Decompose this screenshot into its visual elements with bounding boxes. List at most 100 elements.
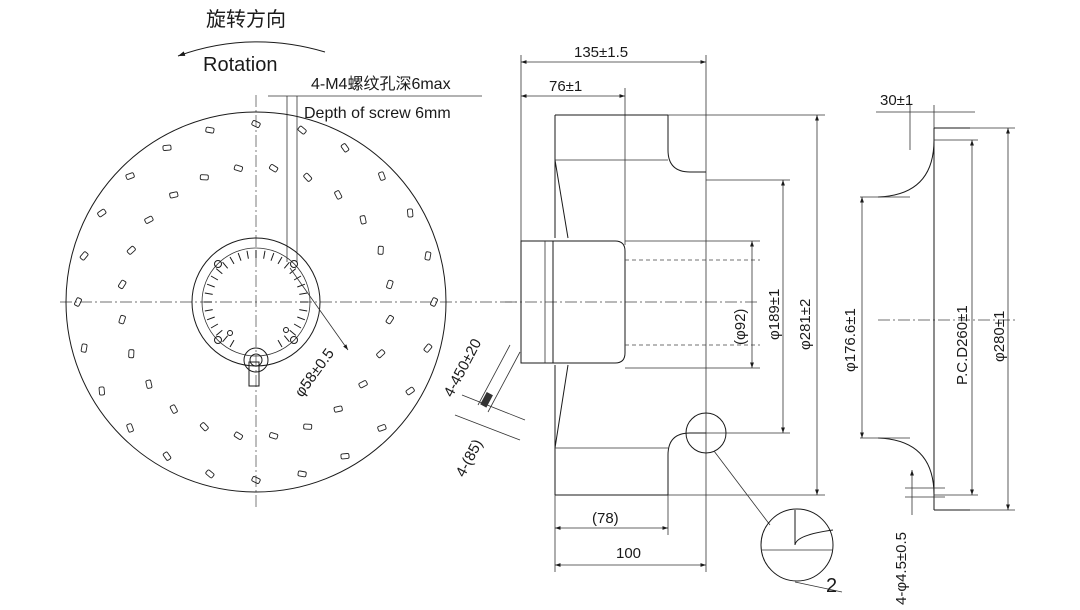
blade-slot [80, 343, 88, 353]
hub-screw-holes [214, 260, 298, 344]
holes-label: 4-φ4.5±0.5 [893, 532, 910, 605]
blade-slot [297, 470, 307, 478]
blade-slot [385, 315, 394, 325]
blade-slot [424, 251, 432, 261]
hub-vent-slot [237, 252, 242, 261]
hub-vent-slot [229, 256, 235, 265]
blade-slot [145, 379, 153, 389]
blade-slot [386, 279, 394, 290]
screw-hole-note-en: Depth of screw 6mm [304, 105, 451, 122]
detail-view-circle [760, 508, 834, 582]
blade-slot [430, 297, 438, 307]
d281-label: φ281±2 [797, 299, 814, 350]
blade-slot [118, 314, 126, 325]
blade-slot [205, 126, 215, 134]
cable-strip-mark [480, 391, 493, 408]
blade-slot [233, 431, 243, 440]
hub-small-hole [227, 330, 233, 336]
hub-offset-label: 76±1 [549, 78, 582, 95]
hub-slot-ring [204, 250, 308, 348]
hub-vent-slot [277, 339, 283, 348]
detail-label: 2 [826, 575, 837, 597]
blade-slot [269, 164, 279, 173]
cable-stub [248, 361, 260, 387]
blade-slot [126, 245, 136, 255]
blade-slot [169, 404, 178, 414]
hub-vent-slot [215, 268, 223, 275]
backplate-top [554, 159, 569, 239]
hub-vent-slot [204, 292, 213, 295]
detail-dim-line [794, 581, 843, 593]
hub-vent-slot [283, 261, 290, 269]
blade-slot [144, 215, 154, 224]
blade-slot [268, 432, 279, 440]
blade-slot [233, 164, 244, 172]
inlet-depth-label: (78) [592, 510, 619, 527]
cable-strip-label: 4-(85) [453, 437, 487, 480]
hub-vent-slot [206, 283, 215, 288]
blade-slot [303, 172, 313, 182]
cable-length-label: 4-450±20 [441, 336, 486, 400]
blade-slot [162, 144, 172, 151]
motor-body [552, 240, 626, 364]
hub-screw-hole [214, 336, 222, 344]
cable-dim-line-2 [454, 414, 521, 441]
hub-screw-hole [214, 260, 222, 268]
hub-vent-slot [299, 292, 308, 295]
cable-leader-2 [487, 351, 521, 413]
blade-slot [126, 423, 134, 433]
hub-screw-hole [290, 336, 298, 344]
detail-leader [713, 450, 771, 526]
blade-slot [303, 423, 313, 430]
blade-slot [199, 174, 209, 181]
blade-slot [97, 208, 107, 218]
top-inlet-curve [667, 149, 706, 173]
blade-slot [378, 171, 386, 181]
hub-vent-slot [270, 252, 275, 261]
blade-slot [333, 405, 343, 413]
hub-vent-slot [246, 250, 249, 259]
side-view: 135±1.5 76±1 [505, 44, 843, 597]
blade-slot [407, 208, 414, 218]
right-view: 30±1 φ176.6±1 P.C.D260±1 φ280±1 4-φ4.5±0… [842, 92, 1015, 605]
hub-vent-slot [215, 329, 223, 336]
blade-slot [359, 215, 367, 225]
hub-small-hole [283, 327, 289, 333]
hub-vent-slot [263, 250, 266, 259]
cable-gland-inner [249, 353, 263, 367]
inner-diameter-label: (φ92) [732, 309, 749, 345]
rotation-label-en: Rotation [203, 54, 278, 76]
detail-curve [794, 510, 834, 546]
blade-slot [423, 343, 433, 353]
blade-slot [358, 380, 368, 389]
thickness-label: 30±1 [880, 92, 913, 109]
blade-slot [128, 349, 135, 359]
cable-dim-line [461, 394, 526, 421]
overall-width-label: 135±1.5 [574, 44, 628, 61]
blade-slot [125, 172, 135, 180]
blade-slot [405, 386, 415, 396]
pcd-label: P.C.D260±1 [954, 305, 971, 385]
blade-slot [169, 191, 179, 199]
hub-diameter-label: φ58±0.5 [291, 345, 337, 400]
cable-leader-1 [477, 344, 511, 406]
backplate-bottom [554, 364, 569, 449]
screw-hole-note-cn: 4-M4螺纹孔深6max [311, 75, 451, 93]
hub-vent-slot [293, 323, 302, 329]
hub-vent-slot [222, 261, 229, 269]
impeller-outer-circle [65, 111, 447, 493]
hub-vent-slot [299, 309, 308, 312]
blade-slot [340, 453, 350, 460]
hub-vent-slot [297, 283, 306, 288]
blade-slot [199, 422, 209, 432]
d176-label: φ176.6±1 [842, 308, 859, 372]
blade-slot [251, 120, 261, 128]
blade-slot [118, 279, 127, 289]
bottom-inlet-curve [667, 432, 706, 456]
rotation-label-cn: 旋转方向 [206, 8, 286, 31]
blade-slot [79, 251, 89, 261]
blade-slot [297, 125, 307, 135]
hub-vent-slot [210, 323, 219, 329]
blade-slot [376, 349, 386, 359]
